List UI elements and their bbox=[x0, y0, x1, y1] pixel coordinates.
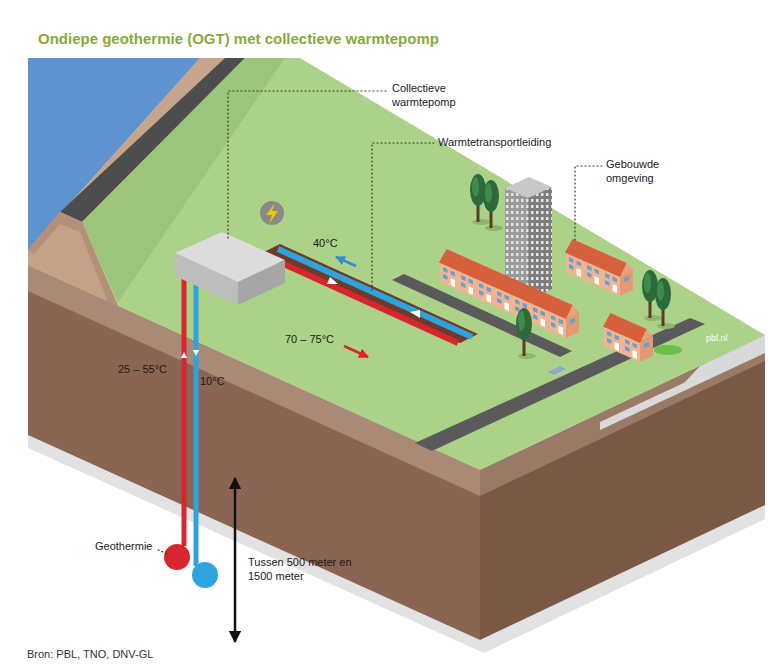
leader-line bbox=[228, 91, 386, 238]
house bbox=[547, 297, 579, 338]
temperature-label: 70 – 75°C bbox=[285, 333, 334, 347]
callout-label: Collectieve warmtepomp bbox=[392, 82, 472, 110]
heat-pump-box bbox=[238, 260, 285, 305]
temperature-label: 25 – 55°C bbox=[118, 363, 167, 377]
reservoir-bulb bbox=[164, 544, 190, 570]
production-well bbox=[182, 268, 187, 546]
flow-arrow bbox=[181, 352, 187, 358]
lightning-bolt bbox=[266, 203, 278, 224]
tree bbox=[516, 308, 536, 359]
power-symbol bbox=[260, 201, 284, 225]
car bbox=[548, 366, 566, 375]
tree bbox=[483, 180, 503, 231]
flow-arrow bbox=[327, 277, 338, 284]
flow-arrow bbox=[410, 310, 420, 318]
diagram-title: Ondiepe geothermie (OGT) met collectieve… bbox=[38, 30, 439, 48]
pipe-trench bbox=[262, 244, 478, 343]
apartment-tower bbox=[528, 187, 552, 300]
flow-arrow bbox=[336, 257, 356, 266]
reservoir-bulb bbox=[192, 562, 218, 588]
return-pipe bbox=[278, 249, 472, 337]
temperature-label: 40°C bbox=[313, 237, 338, 251]
callout-label: Warmtetransportleiding bbox=[438, 136, 551, 150]
temperature-label: 10°C bbox=[200, 375, 225, 389]
dike-profile bbox=[28, 212, 118, 306]
lawn bbox=[654, 345, 682, 355]
leader-line bbox=[372, 143, 434, 292]
sidewalk bbox=[672, 335, 765, 396]
ground-surface bbox=[28, 58, 765, 470]
house bbox=[621, 321, 653, 362]
tree bbox=[655, 278, 675, 329]
source-caption: Bron: PBL, TNO, DNV-GL bbox=[27, 648, 153, 661]
callout-label: Geothermie bbox=[95, 540, 152, 554]
dimension-label: Tussen 500 meter en 1500 meter bbox=[248, 556, 363, 584]
flow-arrow bbox=[344, 346, 368, 357]
injection-well bbox=[194, 272, 199, 566]
watermark: pbl.nl bbox=[706, 333, 728, 344]
tower-windows bbox=[528, 187, 552, 300]
leader-line bbox=[158, 550, 168, 554]
callout-label: Gebouwde omgeving bbox=[606, 158, 678, 186]
flow-arrow bbox=[193, 350, 199, 356]
depth-arrow bbox=[234, 478, 237, 642]
house bbox=[601, 255, 633, 296]
leader-line bbox=[575, 166, 602, 240]
heat-pump-box bbox=[175, 253, 238, 305]
dike-profile bbox=[28, 212, 118, 306]
supply-pipe bbox=[266, 256, 458, 343]
